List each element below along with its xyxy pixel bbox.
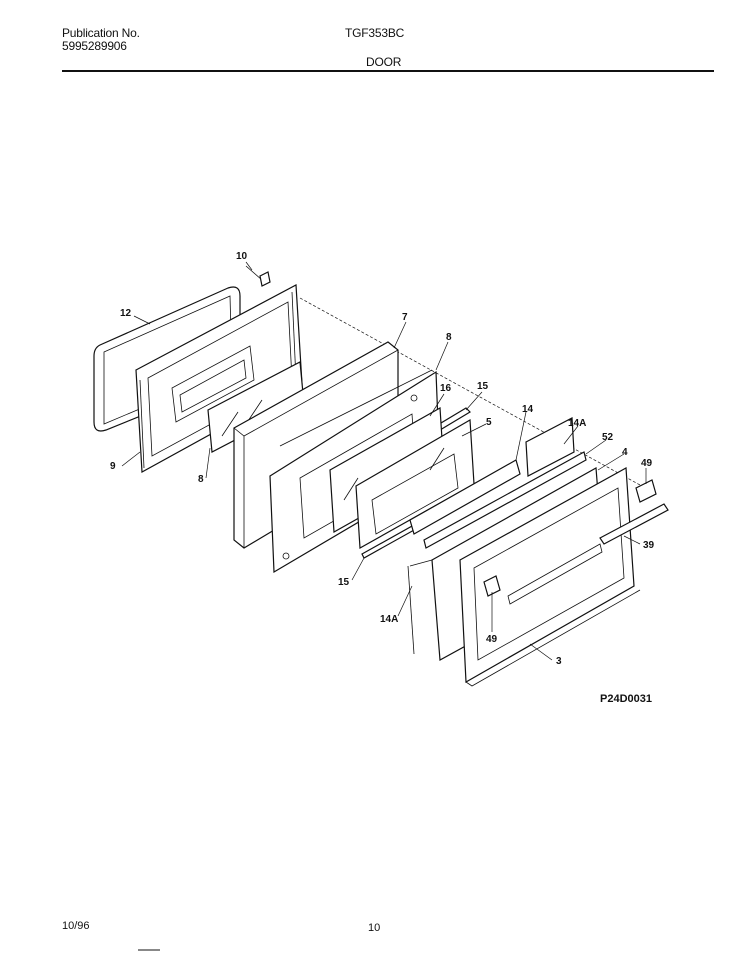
footer-date: 10/96	[62, 920, 90, 932]
callout-16: 16	[440, 383, 452, 394]
callout-8-upper: 8	[446, 332, 452, 343]
door-handle	[599, 503, 669, 545]
glass-channel-upper	[525, 417, 575, 477]
drawing-code: P24D0031	[600, 693, 652, 705]
callout-52: 52	[602, 432, 614, 443]
callout-14A-lower: 14A	[380, 614, 398, 625]
publication-label: Publication No.	[62, 26, 140, 40]
publication-number: 5995289906	[62, 39, 127, 53]
callout-15-upper: 15	[477, 381, 489, 392]
callout-39: 39	[643, 540, 655, 551]
screw	[245, 265, 271, 287]
callout-49-lower: 49	[486, 634, 498, 645]
section-title: DOOR	[366, 55, 402, 69]
callout-5: 5	[486, 417, 492, 428]
trim-strip	[423, 451, 587, 549]
callout-14A-upper: 14A	[568, 418, 586, 429]
callout-10: 10	[236, 251, 248, 262]
callout-12: 12	[120, 308, 132, 319]
handle-end-cap	[635, 479, 657, 503]
callout-8-lower: 8	[198, 474, 204, 485]
callout-4: 4	[622, 447, 628, 458]
header-rule	[62, 70, 714, 72]
handle-end-cap-lower	[483, 575, 501, 597]
outer-glass	[409, 459, 521, 535]
leader-lines	[121, 261, 647, 661]
page-number: 10	[368, 922, 381, 934]
callout-15-lower: 15	[338, 577, 350, 588]
callout-49-upper: 49	[641, 458, 653, 469]
callout-14: 14	[522, 404, 534, 415]
model-number: TGF353BC	[345, 26, 405, 40]
callout-9: 9	[110, 461, 116, 472]
callout-7: 7	[402, 312, 408, 323]
callout-3: 3	[556, 656, 562, 667]
outer-door-panel	[459, 467, 641, 687]
